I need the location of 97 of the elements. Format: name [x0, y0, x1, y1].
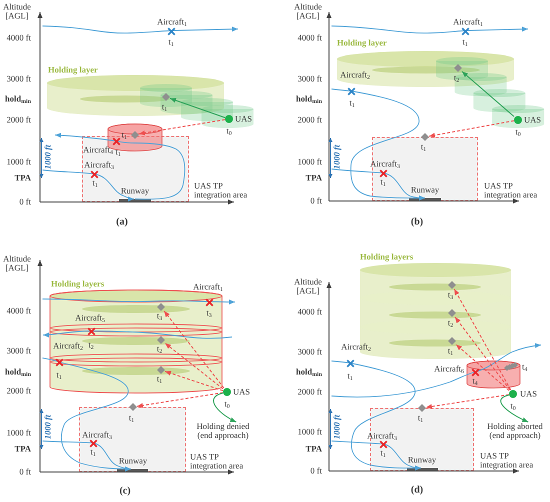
time-label: t$_{0}$	[510, 400, 516, 410]
layer-title: Holding layers	[360, 252, 414, 262]
tick-label: 2000 ft	[298, 115, 322, 125]
runway-label: Runway	[408, 455, 436, 465]
tick-label: hold$_{min}$	[5, 94, 31, 104]
time-label: t$_{1}$	[418, 413, 424, 423]
aircraft-label: Aircraft$_{3}$	[84, 160, 114, 170]
tick-label: 1000 ft	[298, 427, 322, 437]
layer-title: Holding layers	[51, 279, 104, 289]
time-label: t$_{1}$	[349, 98, 355, 108]
tick-label: TPA	[306, 444, 322, 454]
tick-label: 0 ft	[19, 467, 31, 477]
aircraft-label: Aircraft$_{1}$	[453, 17, 483, 27]
time-label: t$_{1}$	[347, 371, 353, 381]
tick-label: 4000 ft	[6, 33, 31, 43]
layer-title: Holding layer	[48, 65, 98, 75]
outcome-note: Holding aborted (end approach)	[485, 422, 545, 441]
time-label: t$_{1}$	[420, 142, 426, 152]
panel-caption: (b)	[410, 216, 424, 228]
tick-label: 3000 ft	[6, 346, 31, 356]
tick-label: 1000 ft	[6, 428, 31, 438]
dashed-arrow	[138, 119, 226, 136]
time-label: t$_{1}$	[128, 413, 134, 423]
aircraft-label: Aircraft$_{3}$	[370, 159, 400, 169]
dimension-label: 1000 ft	[43, 144, 53, 170]
tick-label: 3000 ft	[298, 74, 322, 84]
axis-title: Altitude [AGL]	[293, 278, 323, 296]
area-label: UAS TP integration area	[194, 182, 248, 200]
tick-label: 2000 ft	[6, 386, 31, 396]
panel-caption: (d)	[410, 484, 424, 496]
dashed-arrow	[426, 394, 510, 409]
time-label: t$_{1}$	[168, 36, 174, 46]
dimension-label: 1000 ft	[332, 414, 342, 440]
time-label: t$_{1}$	[90, 447, 96, 457]
time-label: t$_{1}$	[115, 147, 121, 157]
uas-label: UAS	[520, 389, 538, 399]
arrow	[500, 394, 529, 422]
tick-label: TPA	[14, 444, 31, 454]
tick-label: 1000 ft	[6, 157, 31, 167]
time-label: t$_{1}$	[380, 448, 386, 458]
tick-label: 4000 ft	[298, 33, 322, 43]
dashed-arrow	[428, 120, 514, 138]
tick-label: hold$_{min}$	[5, 367, 31, 377]
tick-label: TPA	[14, 173, 31, 183]
time-label: t$_{4}$	[472, 376, 478, 386]
tick-label: 3000 ft	[298, 347, 322, 357]
tick-label: hold$_{min}$	[296, 94, 322, 104]
arrow	[170, 98, 226, 118]
tick-label: 3000 ft	[6, 74, 31, 84]
aircraft-label: Aircraft$_{1}$	[193, 282, 223, 292]
tick-label: hold$_{min}$	[296, 367, 322, 377]
tick-label: TPA	[306, 173, 322, 183]
outcome-note: Holding denied (end approach)	[193, 422, 253, 441]
tick-label: 4000 ft	[298, 307, 322, 317]
tick-label: 2000 ft	[6, 115, 31, 125]
runway-label: Runway	[410, 185, 440, 195]
aircraft-label: Aircraft$_{6}$	[434, 364, 464, 374]
area-label: UAS TP integration area	[190, 452, 244, 472]
layer-title: Holding layer	[337, 38, 387, 48]
aircraft-label: Aircraft$_{3}$	[82, 430, 112, 440]
aircraft-label: Aircraft$_{4}$	[83, 145, 113, 155]
time-label: t$_{1}$	[122, 130, 127, 140]
panel-caption: (c)	[119, 486, 131, 496]
dashed-arrow	[136, 392, 224, 408]
arrow	[213, 392, 237, 422]
time-label: t$_{1}$	[462, 36, 468, 46]
aircraft-label: Aircraft$_{1}$	[157, 17, 187, 27]
arrow	[462, 70, 514, 118]
runway-label: Runway	[120, 186, 150, 196]
axis-title: Altitude [AGL]	[2, 254, 32, 274]
runway-label: Runway	[118, 456, 148, 466]
tick-label: 1000 ft	[298, 157, 322, 167]
tick-label: 2000 ft	[298, 387, 322, 397]
tick-label: 4000 ft	[6, 306, 31, 316]
time-label: t$_{1}$	[162, 102, 168, 112]
axis-title: Altitude [AGL]	[293, 2, 323, 22]
time-label: t$_{0}$	[515, 126, 521, 136]
time-label: t$_{0}$	[224, 398, 230, 408]
uas-label: UAS	[235, 114, 252, 124]
panel-caption: (a)	[116, 216, 128, 228]
time-label: t$_{1}$	[92, 178, 98, 188]
axis-title: Altitude [AGL]	[2, 2, 32, 22]
dimension-label: 1000 ft	[43, 414, 53, 440]
dimension-label: 1000 ft	[332, 144, 342, 170]
uas-label: UAS	[524, 115, 542, 125]
tick-label: 0 ft	[19, 197, 31, 207]
tick-label: 0 ft	[310, 196, 322, 206]
aircraft-label: Aircraft$_{2}$	[340, 70, 370, 80]
time-label: t$_{2}$	[454, 73, 460, 83]
uas-label: UAS	[233, 387, 250, 397]
time-label: t$_{4}$	[522, 362, 528, 372]
time-label: t$_{1}$	[380, 177, 386, 187]
aircraft-label: Aircraft$_{3}$	[367, 431, 397, 441]
time-label: t$_{0}$	[226, 126, 232, 136]
tick-label: 0 ft	[310, 466, 322, 476]
area-label: UAS TP integration area	[480, 452, 534, 470]
area-label: UAS TP integration area	[484, 182, 538, 200]
